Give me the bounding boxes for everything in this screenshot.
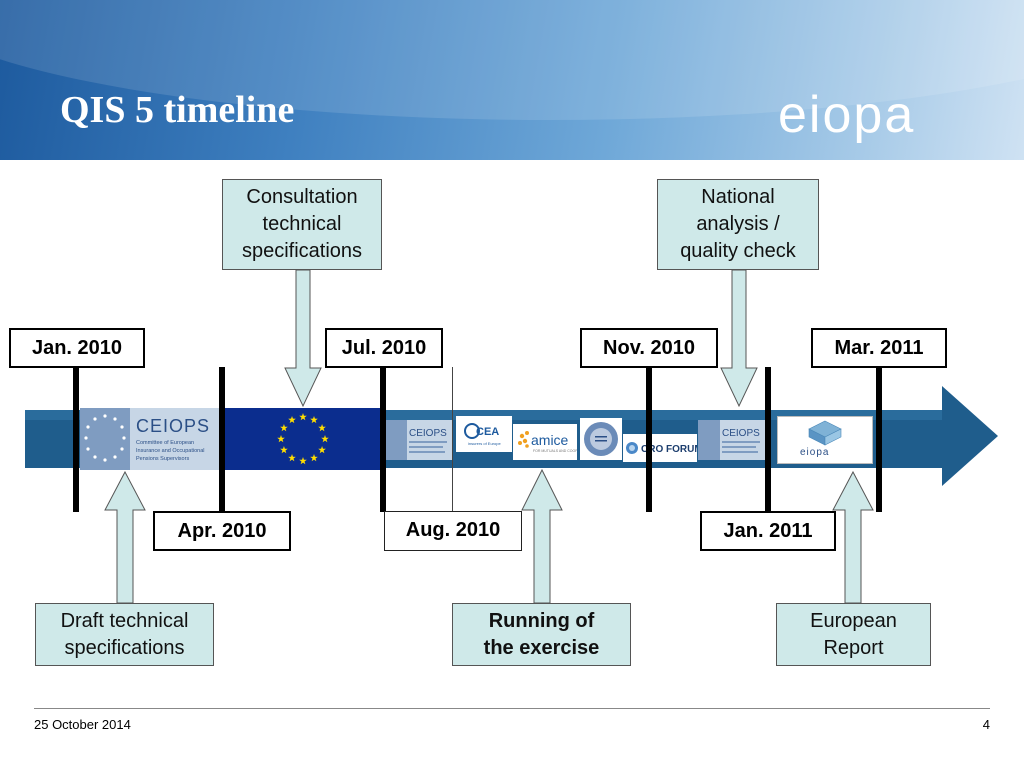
- marker-apr2010: [219, 367, 225, 512]
- eu-star: [310, 415, 318, 424]
- eu-star: [288, 415, 296, 424]
- svg-text:Committee of European: Committee of European: [136, 440, 194, 446]
- marker-jul2010: [380, 367, 386, 512]
- eu-star: [299, 457, 307, 465]
- ceiops-logo-large: CEIOPS Committee of European Insurance a…: [80, 408, 224, 470]
- marker-jan2011: [765, 367, 771, 512]
- callout-european: European Report: [776, 603, 931, 666]
- eu-star: [277, 435, 285, 443]
- footer-date: 25 October 2014: [34, 717, 131, 732]
- svg-text:CEIOPS: CEIOPS: [136, 416, 210, 436]
- eu-star: [299, 413, 307, 421]
- marker-nov2010: [646, 367, 652, 512]
- svg-text:CEIOPS: CEIOPS: [722, 428, 760, 439]
- seal-logo: [580, 418, 622, 460]
- svg-text:CRO FORUM: CRO FORUM: [641, 444, 697, 455]
- european-arrow: [832, 470, 874, 604]
- svg-text:FOR MUTUALS AND COOPERATIVES: FOR MUTUALS AND COOPERATIVES: [533, 449, 577, 453]
- ceiops-logo-small-1: CEIOPS: [385, 420, 453, 460]
- slide-title: QIS 5 timeline: [60, 89, 295, 131]
- callout-draft: Draft technical specifications: [35, 603, 214, 666]
- svg-text:eiopa: eiopa: [778, 94, 915, 144]
- callout-national: National analysis / quality check: [657, 179, 819, 270]
- eu-star: [318, 446, 326, 454]
- marker-jan2010: [73, 367, 79, 512]
- national-arrow: [720, 269, 758, 408]
- callout-consultation: Consultation technical specifications: [222, 179, 382, 270]
- svg-text:insurers of Europe: insurers of Europe: [468, 441, 501, 446]
- svg-text:CEA: CEA: [476, 426, 499, 438]
- eu-star: [318, 424, 326, 432]
- header-banner: [0, 0, 1024, 160]
- date-mar2011: Mar. 2011: [811, 328, 947, 368]
- amice-logo: amice FOR MUTUALS AND COOPERATIVES: [513, 424, 595, 460]
- ceiops-logo-small-2: CEIOPS: [698, 420, 766, 460]
- cea-logo: CEA insurers of Europe: [456, 416, 512, 452]
- date-aug2010: Aug. 2010: [384, 511, 522, 551]
- eiopa-logo-small: eiopa: [777, 416, 873, 464]
- svg-text:eiopa: eiopa: [800, 447, 829, 458]
- eu-star: [288, 454, 296, 462]
- consultation-arrow: [284, 269, 322, 408]
- date-jan2011: Jan. 2011: [700, 511, 836, 551]
- eu-star: [310, 454, 318, 462]
- svg-text:CEIOPS: CEIOPS: [409, 428, 447, 439]
- marker-mar2011: [876, 367, 882, 512]
- running-arrow: [521, 468, 563, 604]
- svg-text:Pensions Supervisors: Pensions Supervisors: [136, 456, 189, 462]
- date-apr2010: Apr. 2010: [153, 511, 291, 551]
- callout-running: Running of the exercise: [452, 603, 631, 666]
- cro-forum-logo: CRO FORUM: [623, 434, 703, 462]
- date-jan2010: Jan. 2010: [9, 328, 145, 368]
- draft-arrow: [104, 470, 146, 604]
- marker-aug2010: [452, 367, 453, 512]
- svg-text:amice: amice: [531, 432, 569, 448]
- footer-divider: [34, 708, 990, 709]
- date-jul2010: Jul. 2010: [325, 328, 443, 368]
- eu-star: [321, 435, 329, 443]
- page-number: 4: [982, 717, 990, 732]
- date-nov2010: Nov. 2010: [580, 328, 718, 368]
- eu-star: [280, 424, 288, 432]
- eu-star: [280, 446, 288, 454]
- eiopa-logo: eiopa: [778, 94, 915, 144]
- eu-flag: [224, 408, 382, 470]
- svg-text:Insurance and Occupational: Insurance and Occupational: [136, 448, 205, 454]
